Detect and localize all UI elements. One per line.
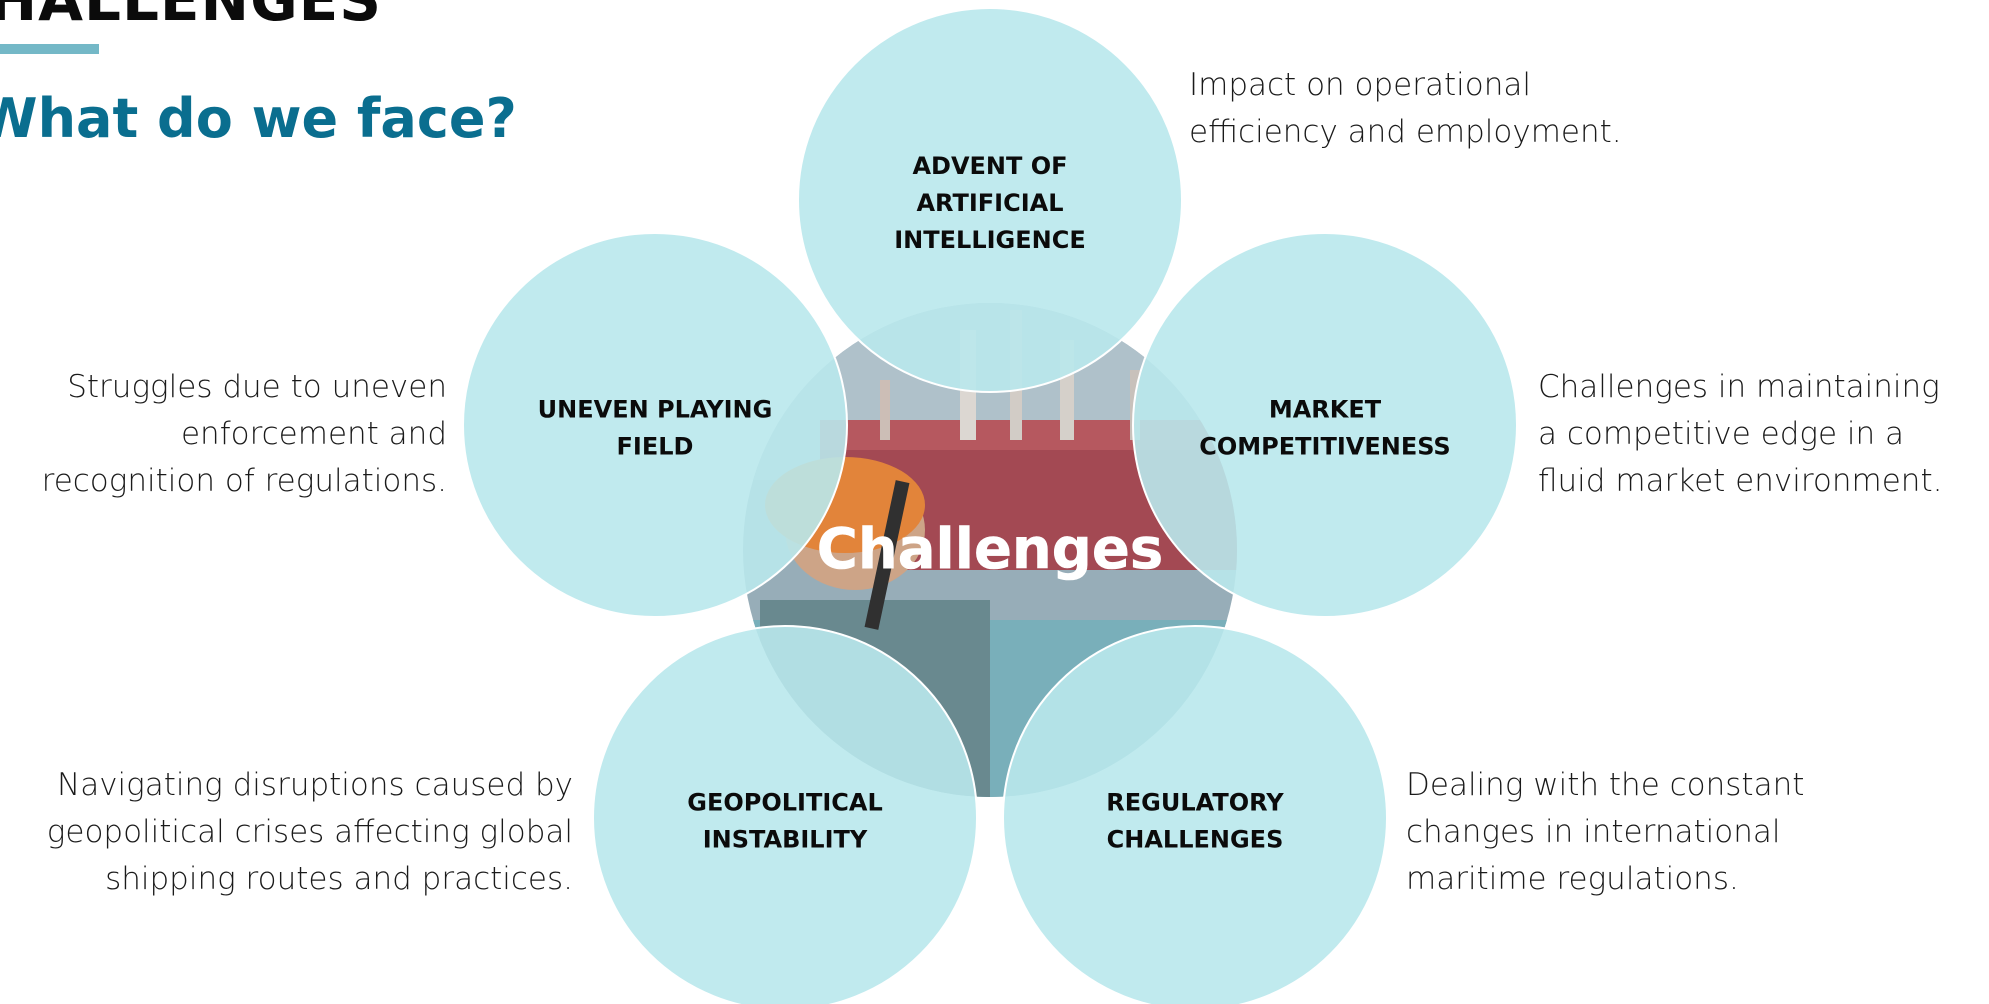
center-label: Challenges bbox=[817, 517, 1163, 582]
description-line: Impact on operational bbox=[1189, 67, 1531, 103]
description-line: changes in international bbox=[1406, 814, 1781, 850]
challenge-description-ai: Impact on operational efficiency and empl… bbox=[1189, 62, 1709, 156]
description-line: recognition of regulations. bbox=[41, 463, 447, 499]
challenge-title-line: FIELD bbox=[617, 433, 694, 461]
challenge-title-line: INTELLIGENCE bbox=[894, 226, 1085, 254]
challenge-title-line: CHALLENGES bbox=[1107, 826, 1284, 854]
challenge-description-regulatory: Dealing with the constant changes in inte… bbox=[1406, 762, 1926, 903]
challenge-title-line: MARKET bbox=[1269, 396, 1382, 424]
challenge-circle-ai: ADVENT OF ARTIFICIAL INTELLIGENCE bbox=[797, 7, 1183, 393]
challenge-title-line: ADVENT OF bbox=[912, 152, 1067, 180]
challenge-description-uneven: Struggles due to uneven enforcement and re… bbox=[0, 364, 447, 505]
description-line: a competitive edge in a bbox=[1538, 416, 1905, 452]
description-line: fluid market environment. bbox=[1538, 463, 1943, 499]
description-line: efficiency and employment. bbox=[1189, 114, 1622, 150]
description-line: Dealing with the constant bbox=[1406, 767, 1805, 803]
heading-accent-bar bbox=[0, 44, 99, 54]
challenge-title-line: UNEVEN PLAYING bbox=[538, 396, 773, 424]
description-line: shipping routes and practices. bbox=[105, 861, 573, 897]
challenge-circle-market: MARKET COMPETITIVENESS bbox=[1132, 232, 1518, 618]
description-line: enforcement and bbox=[180, 416, 447, 452]
circle-shape-market bbox=[1132, 232, 1518, 618]
circle-shape-uneven bbox=[462, 232, 848, 618]
slide-heading: CHALLENGES bbox=[0, 0, 383, 34]
description-line: Navigating disruptions caused by bbox=[57, 767, 573, 803]
challenge-circle-geopolitical: GEOPOLITICAL INSTABILITY bbox=[592, 625, 978, 1004]
description-line: Struggles due to uneven bbox=[67, 369, 447, 405]
challenge-title-line: REGULATORY bbox=[1106, 789, 1284, 817]
description-line: Challenges in maintaining bbox=[1538, 369, 1940, 405]
circle-shape-regulatory bbox=[1002, 625, 1388, 1004]
challenge-title-line: ARTIFICIAL bbox=[916, 189, 1063, 217]
circle-shape-ai bbox=[797, 7, 1183, 393]
challenge-title-line: COMPETITIVENESS bbox=[1199, 433, 1450, 461]
slide-subtitle: What do we face? bbox=[0, 87, 517, 150]
challenge-description-geopolitical: Navigating disruptions caused by geopolit… bbox=[0, 762, 573, 903]
challenge-title-line: GEOPOLITICAL bbox=[687, 789, 883, 817]
description-line: geopolitical crises affecting global bbox=[46, 814, 573, 850]
challenge-description-market: Challenges in maintaining a competitive e… bbox=[1538, 364, 1978, 505]
circle-shape-geopolitical bbox=[592, 625, 978, 1004]
challenge-circle-regulatory: REGULATORY CHALLENGES bbox=[1002, 625, 1388, 1004]
description-line: maritime regulations. bbox=[1406, 861, 1739, 897]
challenge-title-line: INSTABILITY bbox=[703, 826, 868, 854]
challenge-circle-uneven: UNEVEN PLAYING FIELD bbox=[462, 232, 848, 618]
